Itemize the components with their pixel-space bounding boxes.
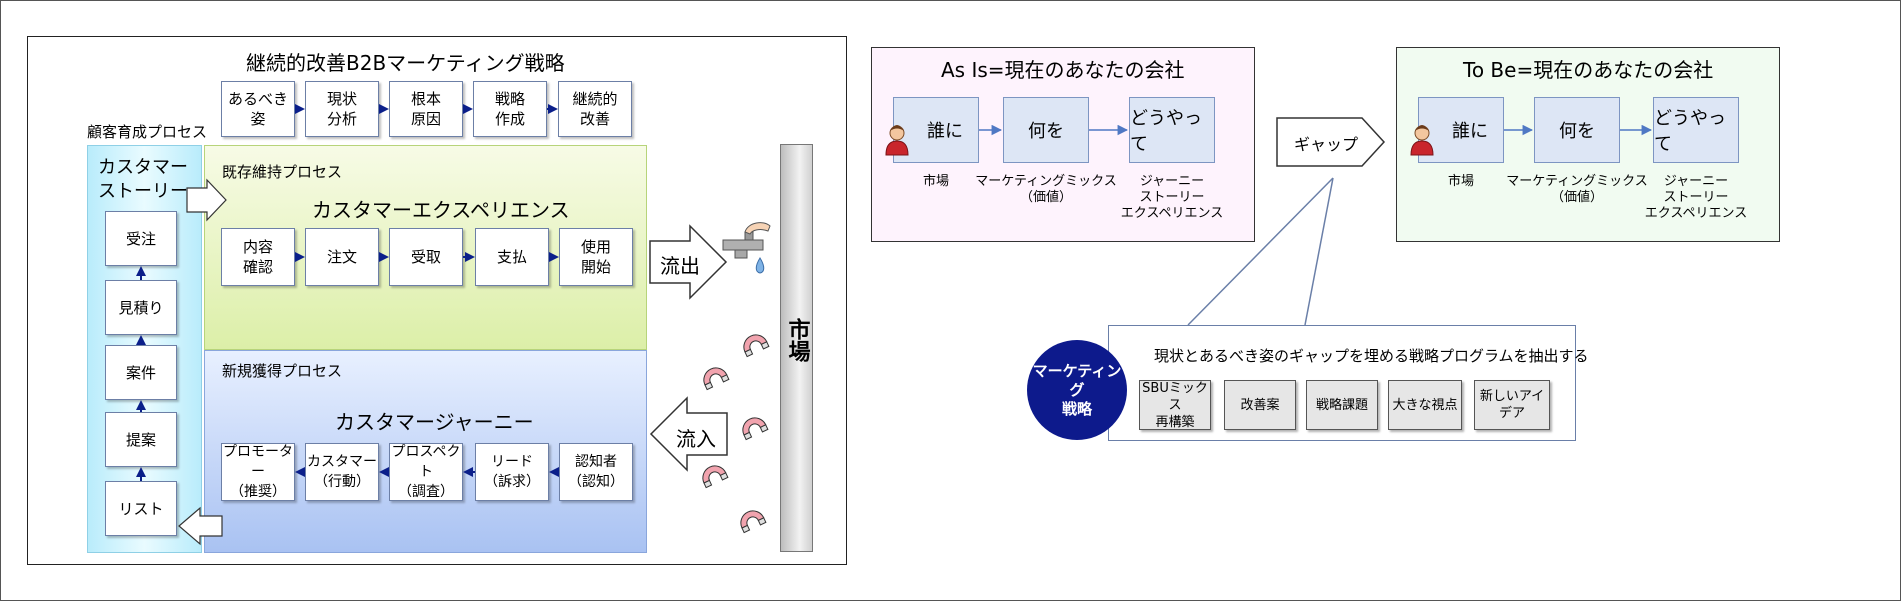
journey-step-prospect: プロスペクト （調査）: [389, 443, 463, 501]
experience-step-pay: 支払: [475, 228, 549, 286]
asis-title: As Is=現在のあなたの会社: [941, 58, 1185, 82]
story-step-estimate: 見積り: [105, 280, 177, 335]
asis-how-caption: ジャーニー ストーリー エクスペリエンス: [1120, 174, 1224, 221]
inflow-arrow: [649, 396, 728, 472]
asis-how-box: どうやって: [1129, 97, 1215, 163]
strategy-step-create: 戦略 作成: [473, 81, 547, 137]
market-bar: [780, 144, 813, 552]
gap-label: ギャップ: [1294, 135, 1359, 154]
tobe-what-caption: マーケティングミックス （価値）: [1506, 174, 1648, 205]
customer-journey-title: カスタマージャーニー: [335, 410, 534, 434]
journey-step-aware: 認知者 （認知）: [559, 443, 633, 501]
tobe-what-box: 何を: [1534, 97, 1620, 163]
tobe-who-caption: 市場: [1447, 174, 1474, 189]
strategy-step-analysis: 現状 分析: [305, 81, 379, 137]
story-to-experience-arrow: [186, 178, 227, 222]
customer-story-title: カスタマー ストーリー: [98, 157, 188, 202]
experience-step-start-use: 使用 開始: [559, 228, 633, 286]
retention-process-label: 既存維持プロセス: [222, 163, 343, 181]
tobe-how-box: どうやって: [1653, 97, 1739, 163]
tobe-title: To Be=現在のあなたの会社: [1463, 58, 1714, 82]
asis-who-label: 誰に: [927, 121, 963, 142]
market-label: 市場: [784, 318, 810, 362]
marketing-strategy-circle: マーケティング 戦略: [1027, 340, 1127, 440]
program-sbu-mix: SBUミックス 再構築: [1139, 380, 1211, 430]
experience-step-receive: 受取: [389, 228, 463, 286]
asis-who-caption: 市場: [922, 174, 949, 189]
acquisition-to-list-arrow: [178, 506, 223, 546]
tobe-who-label: 誰に: [1452, 121, 1488, 142]
left-diagram-title: 継続的改善B2Bマーケティング戦略: [246, 51, 565, 75]
strategy-step-ideal: あるべき 姿: [221, 81, 295, 137]
story-step-deal: 案件: [105, 345, 177, 400]
tobe-how-caption: ジャーニー ストーリー エクスペリエンス: [1644, 174, 1748, 221]
journey-step-lead: リード （訴求）: [475, 443, 549, 501]
story-step-proposal: 提案: [105, 412, 177, 467]
person-icon-asis: [885, 125, 909, 156]
experience-step-confirm: 内容 確認: [221, 228, 295, 286]
strategy-heading: 現状とあるべき姿のギャップを埋める戦略プログラムを抽出する: [1154, 347, 1589, 365]
journey-step-customer: カスタマー （行動）: [305, 443, 379, 501]
gap-arrow-shape: [1276, 117, 1386, 167]
strategy-step-improve: 継続的 改善: [558, 81, 632, 137]
asis-what-caption: マーケティングミックス （価値）: [975, 174, 1117, 205]
faucet-icon: [722, 222, 771, 274]
experience-step-order: 注文: [305, 228, 379, 286]
program-big-picture: 大きな視点: [1388, 380, 1462, 430]
acquisition-process-label: 新規獲得プロセス: [222, 362, 343, 380]
inflow-label: 流入: [676, 427, 716, 451]
journey-step-promoter: プロモーター （推奨）: [221, 443, 295, 501]
program-strategic-issue: 戦略課題: [1306, 380, 1378, 430]
magnet-icons: [702, 334, 770, 534]
asis-what-box: 何を: [1003, 97, 1089, 163]
nurture-process-label: 顧客育成プロセス: [87, 123, 208, 141]
story-step-list: リスト: [105, 481, 177, 536]
gap-callout-lines: [1187, 177, 1334, 326]
program-improvement: 改善案: [1224, 380, 1296, 430]
program-new-idea: 新しいアイデア: [1474, 380, 1550, 430]
outflow-arrow: [649, 224, 728, 300]
customer-experience-title: カスタマーエクスペリエンス: [312, 198, 570, 222]
person-icon-tobe: [1410, 125, 1434, 156]
story-step-order: 受注: [105, 211, 177, 266]
outflow-label: 流出: [660, 254, 700, 278]
left-diagram-frame: [27, 36, 847, 565]
strategy-step-root-cause: 根本 原因: [389, 81, 463, 137]
